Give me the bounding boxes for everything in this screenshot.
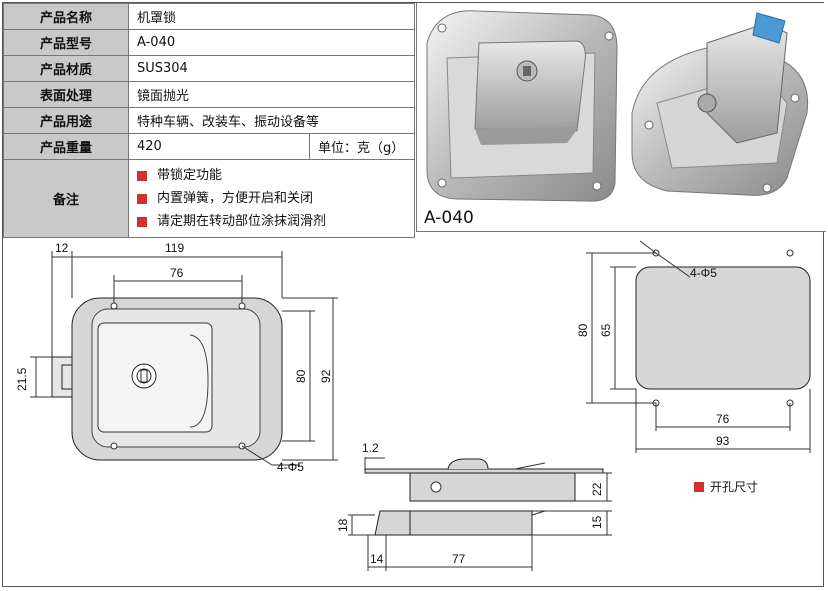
note-text: 请定期在转动部位涂抹润滑剂: [157, 214, 327, 229]
cut-80: 80: [576, 323, 590, 337]
name-value: 机罩锁: [128, 3, 415, 30]
material-label: 产品材质: [3, 55, 129, 82]
dim-21-5: 21.5: [15, 367, 29, 391]
photo-caption: A-040: [424, 208, 474, 228]
note-item: 带锁定功能: [137, 164, 406, 187]
dim-15: 15: [590, 515, 604, 529]
note-item: 请定期在转动部位涂抹润滑剂: [137, 210, 406, 233]
cutout-legend: 开孔尺寸: [694, 478, 758, 495]
name-label: 产品名称: [3, 3, 129, 30]
notes-list: 带锁定功能 内置弹簧，方便开启和关闭 请定期在转动部位涂抹润滑剂: [137, 160, 406, 237]
spec-table: 产品名称 机罩锁 产品型号 A-040 产品材质 SUS304 表面处理 镜面抛…: [3, 3, 415, 238]
red-square-icon: [694, 481, 704, 492]
dim-80: 80: [294, 369, 308, 383]
cutout-label: 开孔尺寸: [710, 480, 759, 494]
use-value: 特种车辆、改装车、振动设备等: [128, 107, 415, 134]
weight-label: 产品重量: [3, 133, 129, 160]
dim-22: 22: [590, 482, 604, 496]
note-text: 带锁定功能: [157, 168, 223, 183]
finish-label: 表面处理: [3, 81, 129, 108]
dim-76: 76: [170, 266, 184, 280]
dim-12: 12: [55, 241, 69, 255]
model-label: 产品型号: [3, 29, 129, 56]
technical-drawing: 12 119 76 21.5 80 92 4-Φ5 1.2 22 15 18 1…: [15, 240, 811, 571]
red-square-icon: [137, 216, 147, 227]
notes-label: 备注: [3, 159, 129, 238]
material-value: SUS304: [128, 55, 415, 82]
finish-value: 镜面抛光: [128, 81, 415, 108]
red-square-icon: [137, 170, 147, 181]
cut-76: 76: [716, 412, 730, 426]
product-photo-illustration: [426, 10, 809, 202]
dim-14: 14: [370, 552, 384, 566]
dim-77: 77: [452, 552, 466, 566]
dim-92: 92: [319, 369, 333, 383]
cut-65: 65: [599, 323, 613, 337]
note-item: 内置弹簧，方便开启和关闭: [137, 187, 406, 210]
weight-value: 420: [128, 133, 310, 160]
red-square-icon: [137, 193, 147, 204]
dim-1-2: 1.2: [362, 441, 379, 455]
dim-119: 119: [165, 241, 184, 255]
notes-cell: 带锁定功能 内置弹簧，方便开启和关闭 请定期在转动部位涂抹润滑剂: [128, 159, 415, 238]
note-text: 内置弹簧，方便开启和关闭: [157, 191, 314, 206]
use-label: 产品用途: [3, 107, 129, 134]
product-photo: [416, 3, 826, 232]
weight-unit: 单位：克（g）: [309, 133, 415, 160]
model-value: A-040: [128, 29, 415, 56]
cut-93: 93: [716, 434, 730, 448]
dim-holes: 4-Φ5: [277, 460, 304, 474]
cut-holes: 4-Φ5: [690, 266, 717, 280]
dim-18: 18: [336, 518, 350, 532]
